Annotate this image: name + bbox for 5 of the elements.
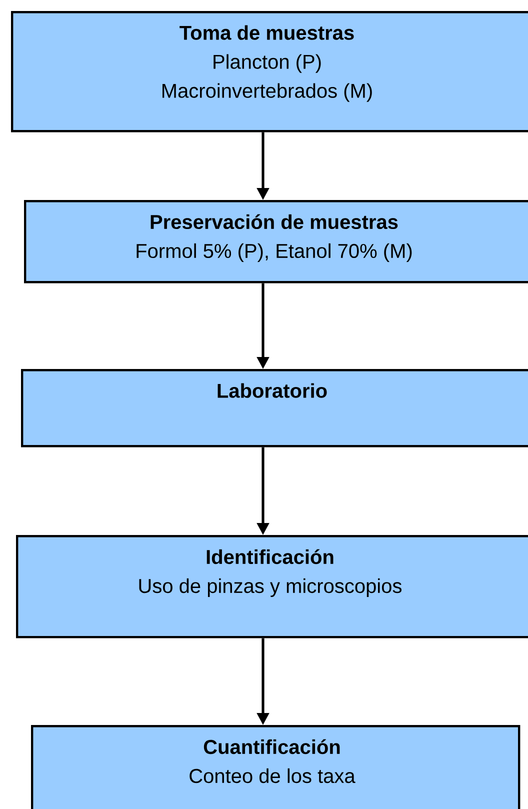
- process-box: Identificación Uso de pinzas y microscopios: [16, 535, 528, 638]
- process-box: Toma de muestras Plancton (P) Macroinvertebrados (M): [11, 11, 528, 132]
- process-box: Laboratorio: [21, 369, 528, 448]
- process-box: Cuantificación Conteo de los taxa: [31, 725, 520, 809]
- process-box: Preservación de muestras Formol 5% (P), Etanol 70% (M): [24, 200, 528, 284]
